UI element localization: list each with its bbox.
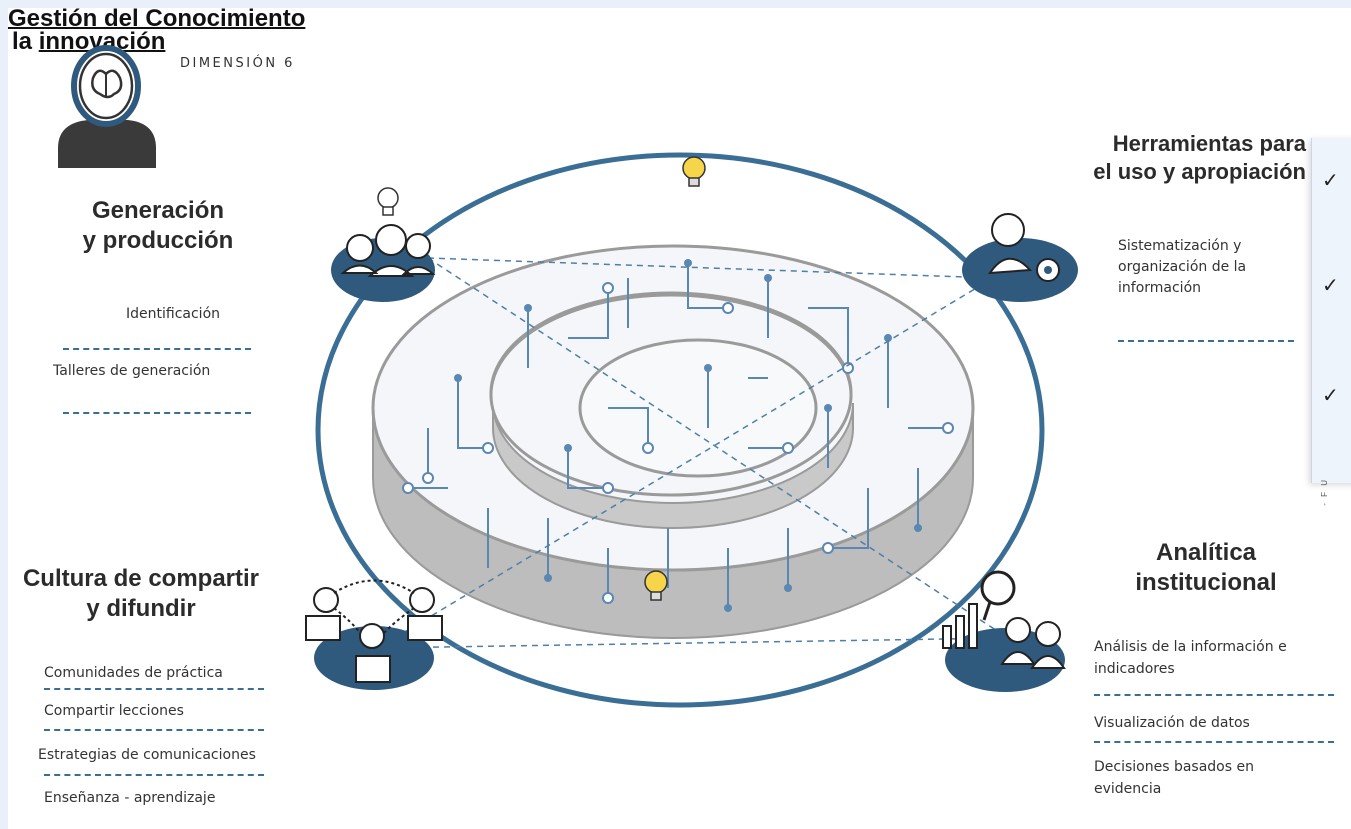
divider — [44, 774, 264, 776]
node-cultura — [305, 579, 443, 690]
diagram-graphics — [58, 45, 1078, 708]
main-title: Gestión del Conocimiento y la innovación — [8, 8, 1351, 54]
diagram-stage: DIMENSIÓN 6 Gestión del Conocimiento y l… — [8, 8, 1351, 829]
outer-cycle-ring — [315, 152, 1045, 708]
heading-generacion: Generación y producción — [82, 197, 234, 254]
bulb-icon-center — [644, 570, 668, 601]
item-talleres: Talleres de generación — [53, 363, 211, 379]
side-vertical-text: - F U — [1320, 478, 1329, 506]
title-line-1: Gestión del Conocimiento — [8, 8, 306, 32]
brain-avatar-icon — [58, 45, 156, 168]
heading-herramientas: Herramientas para el uso y apropiación — [1093, 131, 1306, 184]
item-comunidades: Comunidades de práctica — [44, 665, 223, 681]
check-icon: ✓ — [1322, 170, 1339, 192]
item-estrategias: Estrategias de comunicaciones — [38, 747, 256, 763]
circuit-disk — [371, 244, 975, 639]
side-panel: ✓ ✓ ✓ — [1311, 138, 1351, 483]
dimension-label: DIMENSIÓN 6 — [180, 56, 295, 71]
item-identificacion: Identificación — [126, 306, 221, 322]
item-visualizacion: Visualización de datos — [1094, 715, 1250, 731]
item-ensenanza: Enseñanza - aprendizaje — [44, 790, 216, 806]
bulb-icon-left — [377, 187, 399, 216]
heading-cultura: Cultura de compartir y difundir — [22, 565, 260, 622]
node-generacion — [331, 224, 436, 302]
heading-analitica: Analítica institucional — [1135, 539, 1277, 596]
divider — [63, 412, 251, 414]
connector-lines — [377, 257, 1009, 649]
divider — [1094, 741, 1334, 743]
item-analisis: Análisis de la información e indicadores — [1094, 639, 1287, 678]
node-herramientas — [962, 213, 1078, 302]
bulb-icon-top — [682, 156, 706, 187]
divider — [63, 348, 251, 350]
check-icon: ✓ — [1322, 385, 1339, 407]
item-compartir: Compartir lecciones — [44, 703, 184, 719]
divider — [1118, 340, 1294, 342]
title-line-2-prefix: y la — [8, 27, 33, 55]
divider — [44, 688, 264, 690]
divider — [1094, 694, 1334, 696]
item-decisiones: Decisiones basados en evidencia — [1094, 759, 1254, 798]
item-sistematizacion: Sistematización y organización de la inf… — [1118, 238, 1247, 296]
check-icon: ✓ — [1322, 275, 1339, 297]
divider — [44, 729, 264, 731]
node-analitica — [942, 570, 1066, 692]
